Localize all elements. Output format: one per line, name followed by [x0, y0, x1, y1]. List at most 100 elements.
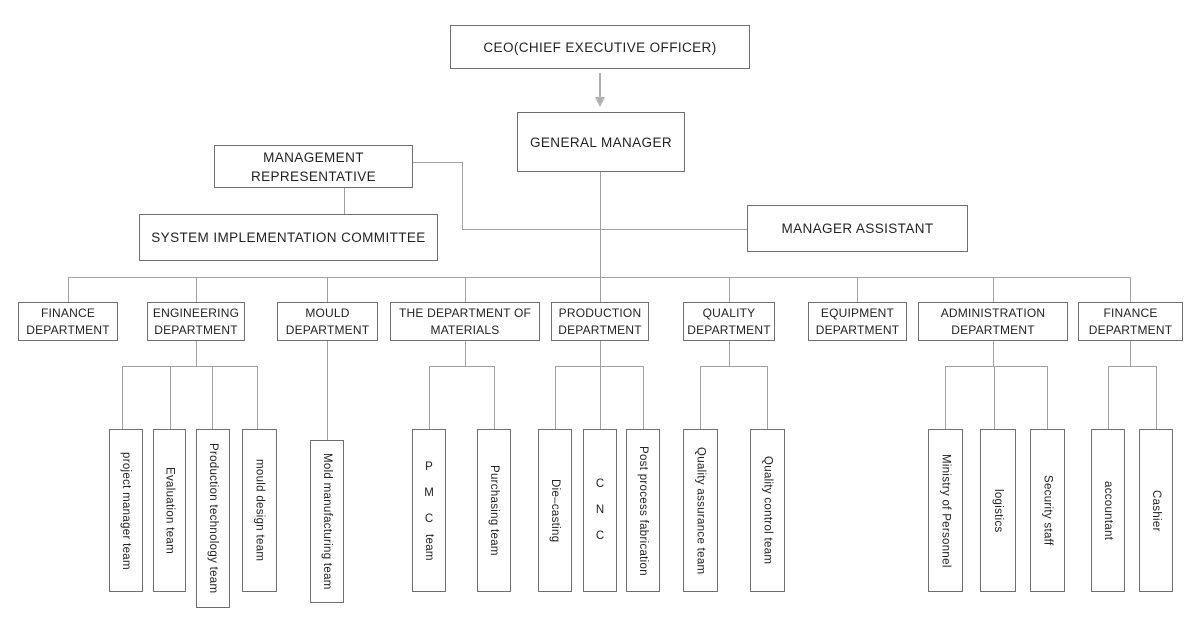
- connector-line: [729, 277, 730, 302]
- team-box-die-casting: Die–casting: [538, 429, 572, 592]
- team-label: Security staff: [1041, 475, 1054, 546]
- connector-line: [170, 366, 171, 429]
- team-label: C N C: [594, 478, 606, 543]
- ceo-box: CEO(CHIEF EXECUTIVE OFFICER): [450, 25, 750, 69]
- department-box-mould: MOULD DEPARTMENT: [277, 302, 378, 341]
- connector-line: [1130, 341, 1131, 366]
- team-box-quality-assurance-team: Quality assurance team: [683, 429, 718, 592]
- connector-line: [993, 277, 994, 302]
- department-label: THE DEPARTMENT OF MATERIALS: [398, 305, 532, 337]
- connector-line: [429, 366, 494, 367]
- connector-line: [494, 366, 495, 429]
- team-label: Quality assurance team: [694, 446, 707, 575]
- connector-line: [462, 229, 747, 230]
- department-box-production: PRODUCTION DEPARTMENT: [551, 302, 649, 341]
- connector-line: [68, 277, 1130, 278]
- connector-line: [555, 366, 643, 367]
- team-box-cashier: Cashier: [1139, 429, 1173, 592]
- arrow-shaft: [599, 73, 601, 99]
- team-label: project manager team: [120, 451, 132, 570]
- team-box-ministry-of-personnel: Ministry of Personnel: [928, 429, 963, 592]
- team-box-production-technology-team: Production technology team: [196, 429, 230, 608]
- connector-line: [344, 188, 345, 214]
- connector-line: [465, 341, 466, 367]
- department-label: MOULD DEPARTMENT: [285, 305, 370, 337]
- team-box-evaluation-team: Evaluation team: [153, 429, 186, 592]
- department-label: QUALITY DEPARTMENT: [687, 305, 771, 337]
- team-box-mold-manufacturing-team: Mold manufacturing team: [310, 440, 344, 603]
- connector-line: [413, 162, 462, 163]
- connector-line: [327, 277, 328, 302]
- connector-line: [643, 366, 644, 429]
- team-box-purchasing-team: Purchasing team: [477, 429, 511, 592]
- department-box-administration: ADMINISTRATION DEPARTMENT: [918, 302, 1068, 341]
- team-label-rotated: team: [423, 533, 435, 561]
- team-label: Purchasing team: [488, 465, 500, 556]
- team-box-project-manager-team: project manager team: [109, 429, 143, 592]
- manager-assistant-box: MANAGER ASSISTANT: [747, 205, 968, 252]
- management-representative-box: MANAGEMENT REPRESENTATIVE: [214, 145, 413, 188]
- department-box-finance-1: FINANCE DEPARTMENT: [18, 302, 118, 341]
- connector-line: [196, 277, 197, 302]
- system-implementation-committee-label: SYSTEM IMPLEMENTATION COMMITTEE: [151, 230, 426, 245]
- connector-line: [122, 366, 123, 429]
- manager-assistant-label: MANAGER ASSISTANT: [781, 221, 934, 236]
- department-label: ADMINISTRATION DEPARTMENT: [940, 305, 1046, 337]
- connector-line: [729, 341, 730, 367]
- team-box-pmc-team: P M C team: [412, 429, 446, 592]
- general-manager-label: GENERAL MANAGER: [529, 134, 673, 150]
- team-box-security-staff: Security staff: [1030, 429, 1065, 592]
- department-box-quality: QUALITY DEPARTMENT: [683, 302, 775, 341]
- team-label: Evaluation team: [163, 467, 176, 554]
- team-label-upright: P M C: [423, 460, 435, 526]
- connector-line: [465, 277, 466, 302]
- team-label: P M C team: [423, 461, 435, 561]
- connector-line: [1130, 277, 1131, 302]
- connector-line: [1156, 366, 1157, 429]
- connector-line: [462, 162, 463, 230]
- connector-line: [993, 341, 994, 366]
- team-label-upright: C N C: [594, 478, 606, 543]
- team-box-quality-control-team: Quality control team: [750, 429, 785, 592]
- team-label: Ministry of Personnel: [939, 453, 952, 568]
- department-label: FINANCE DEPARTMENT: [26, 305, 110, 337]
- team-box-post-process-fabrication: Post process fabrication: [626, 429, 660, 592]
- connector-line: [327, 341, 328, 440]
- department-label: PRODUCTION DEPARTMENT: [558, 305, 642, 337]
- management-representative-label: MANAGEMENT REPRESENTATIVE: [250, 149, 377, 184]
- connector-line: [68, 277, 69, 302]
- team-label: logistics: [992, 488, 1004, 533]
- connector-line: [767, 366, 768, 429]
- connector-line: [555, 366, 556, 429]
- team-label: Post process fabrication: [637, 445, 649, 576]
- connector-line: [122, 366, 258, 367]
- connector-line: [1108, 366, 1109, 429]
- department-label: ENGINEERING DEPARTMENT: [152, 305, 240, 337]
- department-box-equipment: EQUIPMENT DEPARTMENT: [808, 302, 907, 341]
- team-box-accountant: accountant: [1091, 429, 1125, 592]
- connector-line: [994, 366, 995, 429]
- connector-line: [212, 366, 213, 429]
- connector-line: [945, 366, 1047, 367]
- ceo-label: CEO(CHIEF EXECUTIVE OFFICER): [483, 39, 717, 55]
- department-box-engineering: ENGINEERING DEPARTMENT: [147, 302, 245, 341]
- department-label: EQUIPMENT DEPARTMENT: [815, 305, 900, 337]
- team-label: Production technology team: [207, 443, 219, 594]
- team-label: Quality control team: [761, 456, 774, 565]
- connector-line: [857, 277, 858, 302]
- connector-line: [1047, 366, 1048, 429]
- connector-line: [429, 366, 430, 429]
- connector-line: [196, 341, 197, 367]
- department-box-finance-2: FINANCE DEPARTMENT: [1078, 302, 1183, 341]
- team-box-cnc: C N C: [583, 429, 617, 592]
- connector-line: [257, 366, 258, 429]
- team-box-mould-design-team: mould design team: [242, 429, 277, 592]
- system-implementation-committee-box: SYSTEM IMPLEMENTATION COMMITTEE: [139, 214, 438, 261]
- connector-line: [1108, 366, 1156, 367]
- team-label: Die–casting: [549, 478, 561, 543]
- team-label: mould design team: [253, 459, 266, 562]
- arrow-down-icon: [595, 97, 605, 107]
- department-box-materials: THE DEPARTMENT OF MATERIALS: [390, 302, 540, 341]
- connector-line: [945, 366, 946, 429]
